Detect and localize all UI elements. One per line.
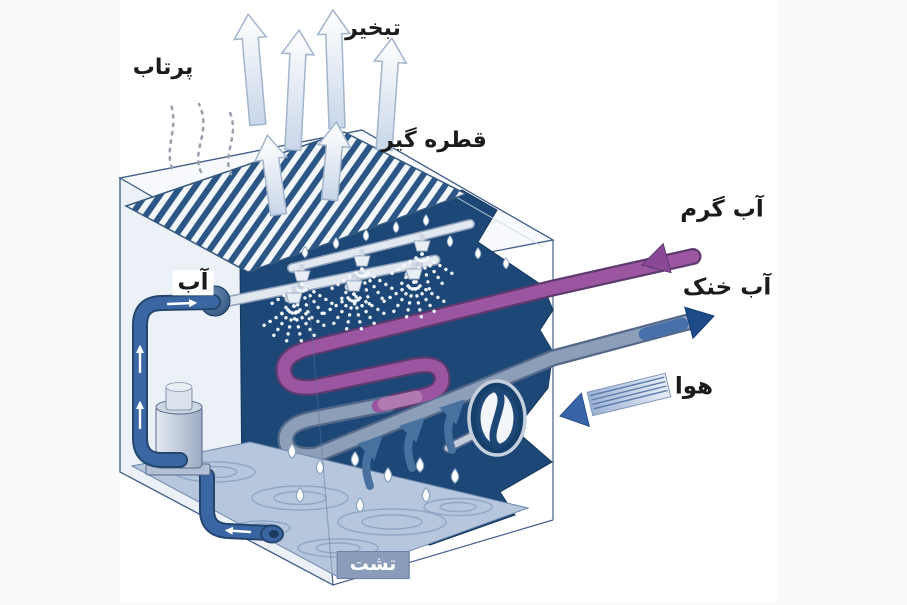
label-hot-water: آب گرم: [680, 196, 764, 223]
cool-return-pipe: [279, 315, 695, 462]
label-air: هوا: [674, 373, 714, 400]
label-evaporation: تبخیر: [345, 15, 401, 41]
air-arrowhead: [559, 392, 591, 428]
label-drift-eliminator: قطره گیر: [381, 127, 487, 153]
hot-water-pipe: [277, 250, 700, 413]
cool-water-arrowhead: [684, 306, 715, 340]
front-box-edge: [307, 286, 334, 584]
label-drift: پرتاب: [132, 54, 194, 80]
drift-dashes: [168, 100, 235, 176]
hot-water-arrowhead: [641, 242, 672, 274]
spray-system: [199, 219, 475, 346]
heat-exchange-coil: [275, 248, 702, 464]
label-basin: تشت: [336, 551, 410, 579]
water-circulation: [132, 294, 284, 544]
basin-air-arrows: [357, 399, 465, 490]
label-cool-water: آب خنک: [682, 274, 772, 301]
evaporation-arrows: [232, 8, 408, 217]
fan-icon: [443, 379, 527, 457]
air-arrow: [559, 372, 672, 428]
label-water: آب: [172, 270, 214, 296]
flow-arrows: [135, 299, 198, 430]
